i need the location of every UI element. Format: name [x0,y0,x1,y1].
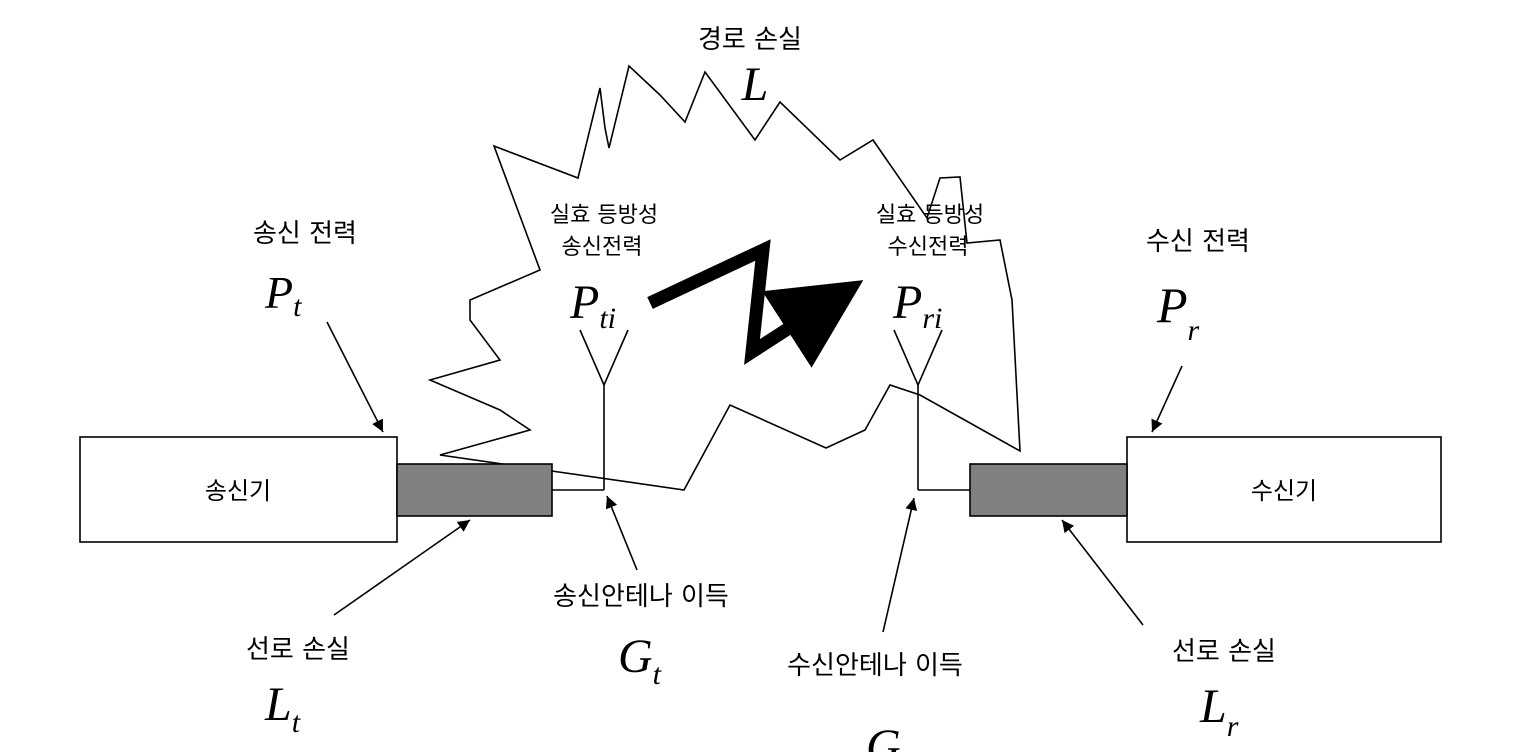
eirp-rx-label-line2: 수신전력 [888,235,969,260]
eirp-tx-label-line2: 송신전력 [562,235,643,260]
eirp-tx-label-line1: 실효 등방성 [550,203,658,228]
transmitter-box [79,436,398,543]
rx-gain-pointer [882,497,918,633]
tx-power-label: 송신 전력 [253,219,357,249]
tx-antenna-gain-label: 송신안테나 이득 [553,582,729,612]
tx-gain-pointer [605,495,638,571]
tx-line-loss-pointer [333,519,471,616]
rx-antenna-icon [893,329,943,490]
rx-antenna-gain-label: 수신안테나 이득 [787,651,963,681]
rx-line-loss-symbol: Lr [1199,680,1239,743]
receiver-label: 수신기 [1251,477,1317,505]
tx-power-pointer [326,321,384,433]
eirp-rx-label-line1: 실효 등방성 [876,203,984,228]
tx-power-symbol: Pt [264,267,302,323]
eirp-rx-symbol: Pri [892,276,942,335]
path-loss-label: 경로 손실 [698,25,802,55]
rx-cable [969,463,1128,517]
rx-power-pointer [1151,365,1183,433]
rx-antenna-gain-symbol: G [866,720,901,752]
rx-line-loss-pointer [1061,519,1144,626]
receiver-box [1126,436,1442,543]
tx-line-loss-label: 선로 손실 [246,635,350,665]
tx-line-loss-symbol: Lt [264,678,301,739]
transmitter-label: 송신기 [205,477,271,505]
tx-antenna-gain-symbol: Gt [618,630,662,691]
propagation-cloud [427,64,1021,491]
tx-cable [396,463,553,517]
rx-power-label: 수신 전력 [1146,227,1250,257]
rx-line-loss-label: 선로 손실 [1172,637,1276,667]
rx-power-symbol: Pr [1156,277,1200,347]
path-loss-symbol: L [741,58,769,111]
tx-antenna-icon [579,329,629,490]
eirp-tx-symbol: Pti [569,276,616,335]
signal-arrow-icon [647,239,864,368]
